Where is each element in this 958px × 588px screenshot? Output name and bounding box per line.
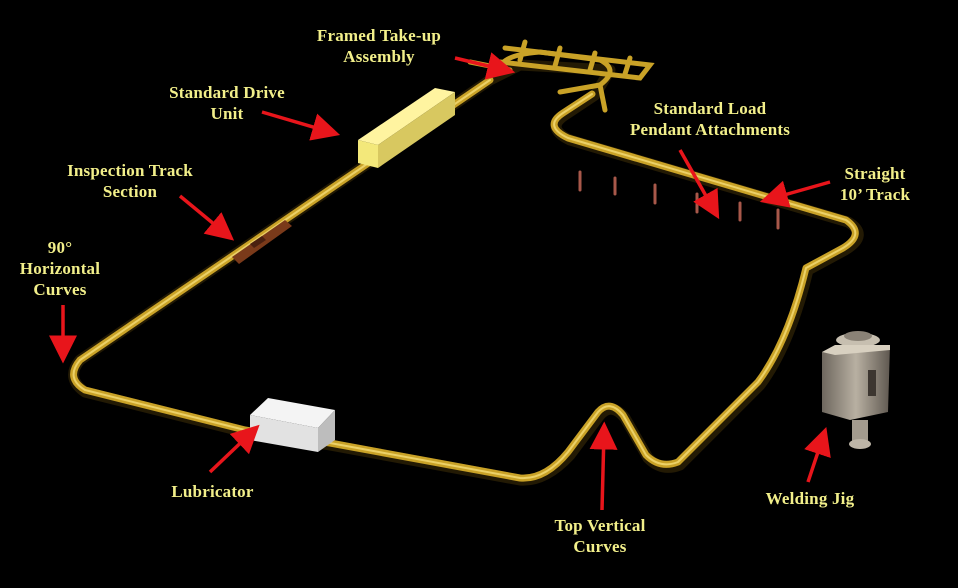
track-highlight [72, 79, 857, 480]
label-load-pendant: Standard Load Pendant Attachments [629, 99, 791, 139]
arrow-drive-unit [261, 110, 341, 141]
arrow-lubricator [208, 424, 260, 474]
load-pendants [578, 170, 780, 230]
inspection-section [232, 220, 292, 264]
label-inspection: Inspection Track Section [67, 161, 193, 201]
arrow-straight-track [759, 180, 831, 208]
drive-unit [358, 88, 455, 168]
label-framed-takeup: Framed Take-up Assembly [316, 26, 442, 66]
label-straight-track: Straight 10’ Track [839, 164, 911, 204]
label-lubricator: Lubricator [171, 482, 254, 501]
label-drive-unit: Standard Drive Unit [169, 83, 285, 123]
label-vertical-curves: Top Vertical Curves [554, 516, 646, 556]
label-horizontal-curves: 90° Horizontal Curves [19, 238, 101, 299]
label-welding-jig: Welding Jig [765, 489, 855, 508]
arrow-vertical-curves [589, 421, 618, 511]
arrow-load-pendant [678, 149, 720, 220]
arrow-takeup [454, 52, 516, 80]
welding-jig-illustration [822, 331, 890, 449]
lubricator [250, 398, 335, 452]
arrow-inspection [178, 194, 235, 241]
arrow-welding-jig [804, 427, 831, 483]
callout-arrows [49, 52, 831, 511]
